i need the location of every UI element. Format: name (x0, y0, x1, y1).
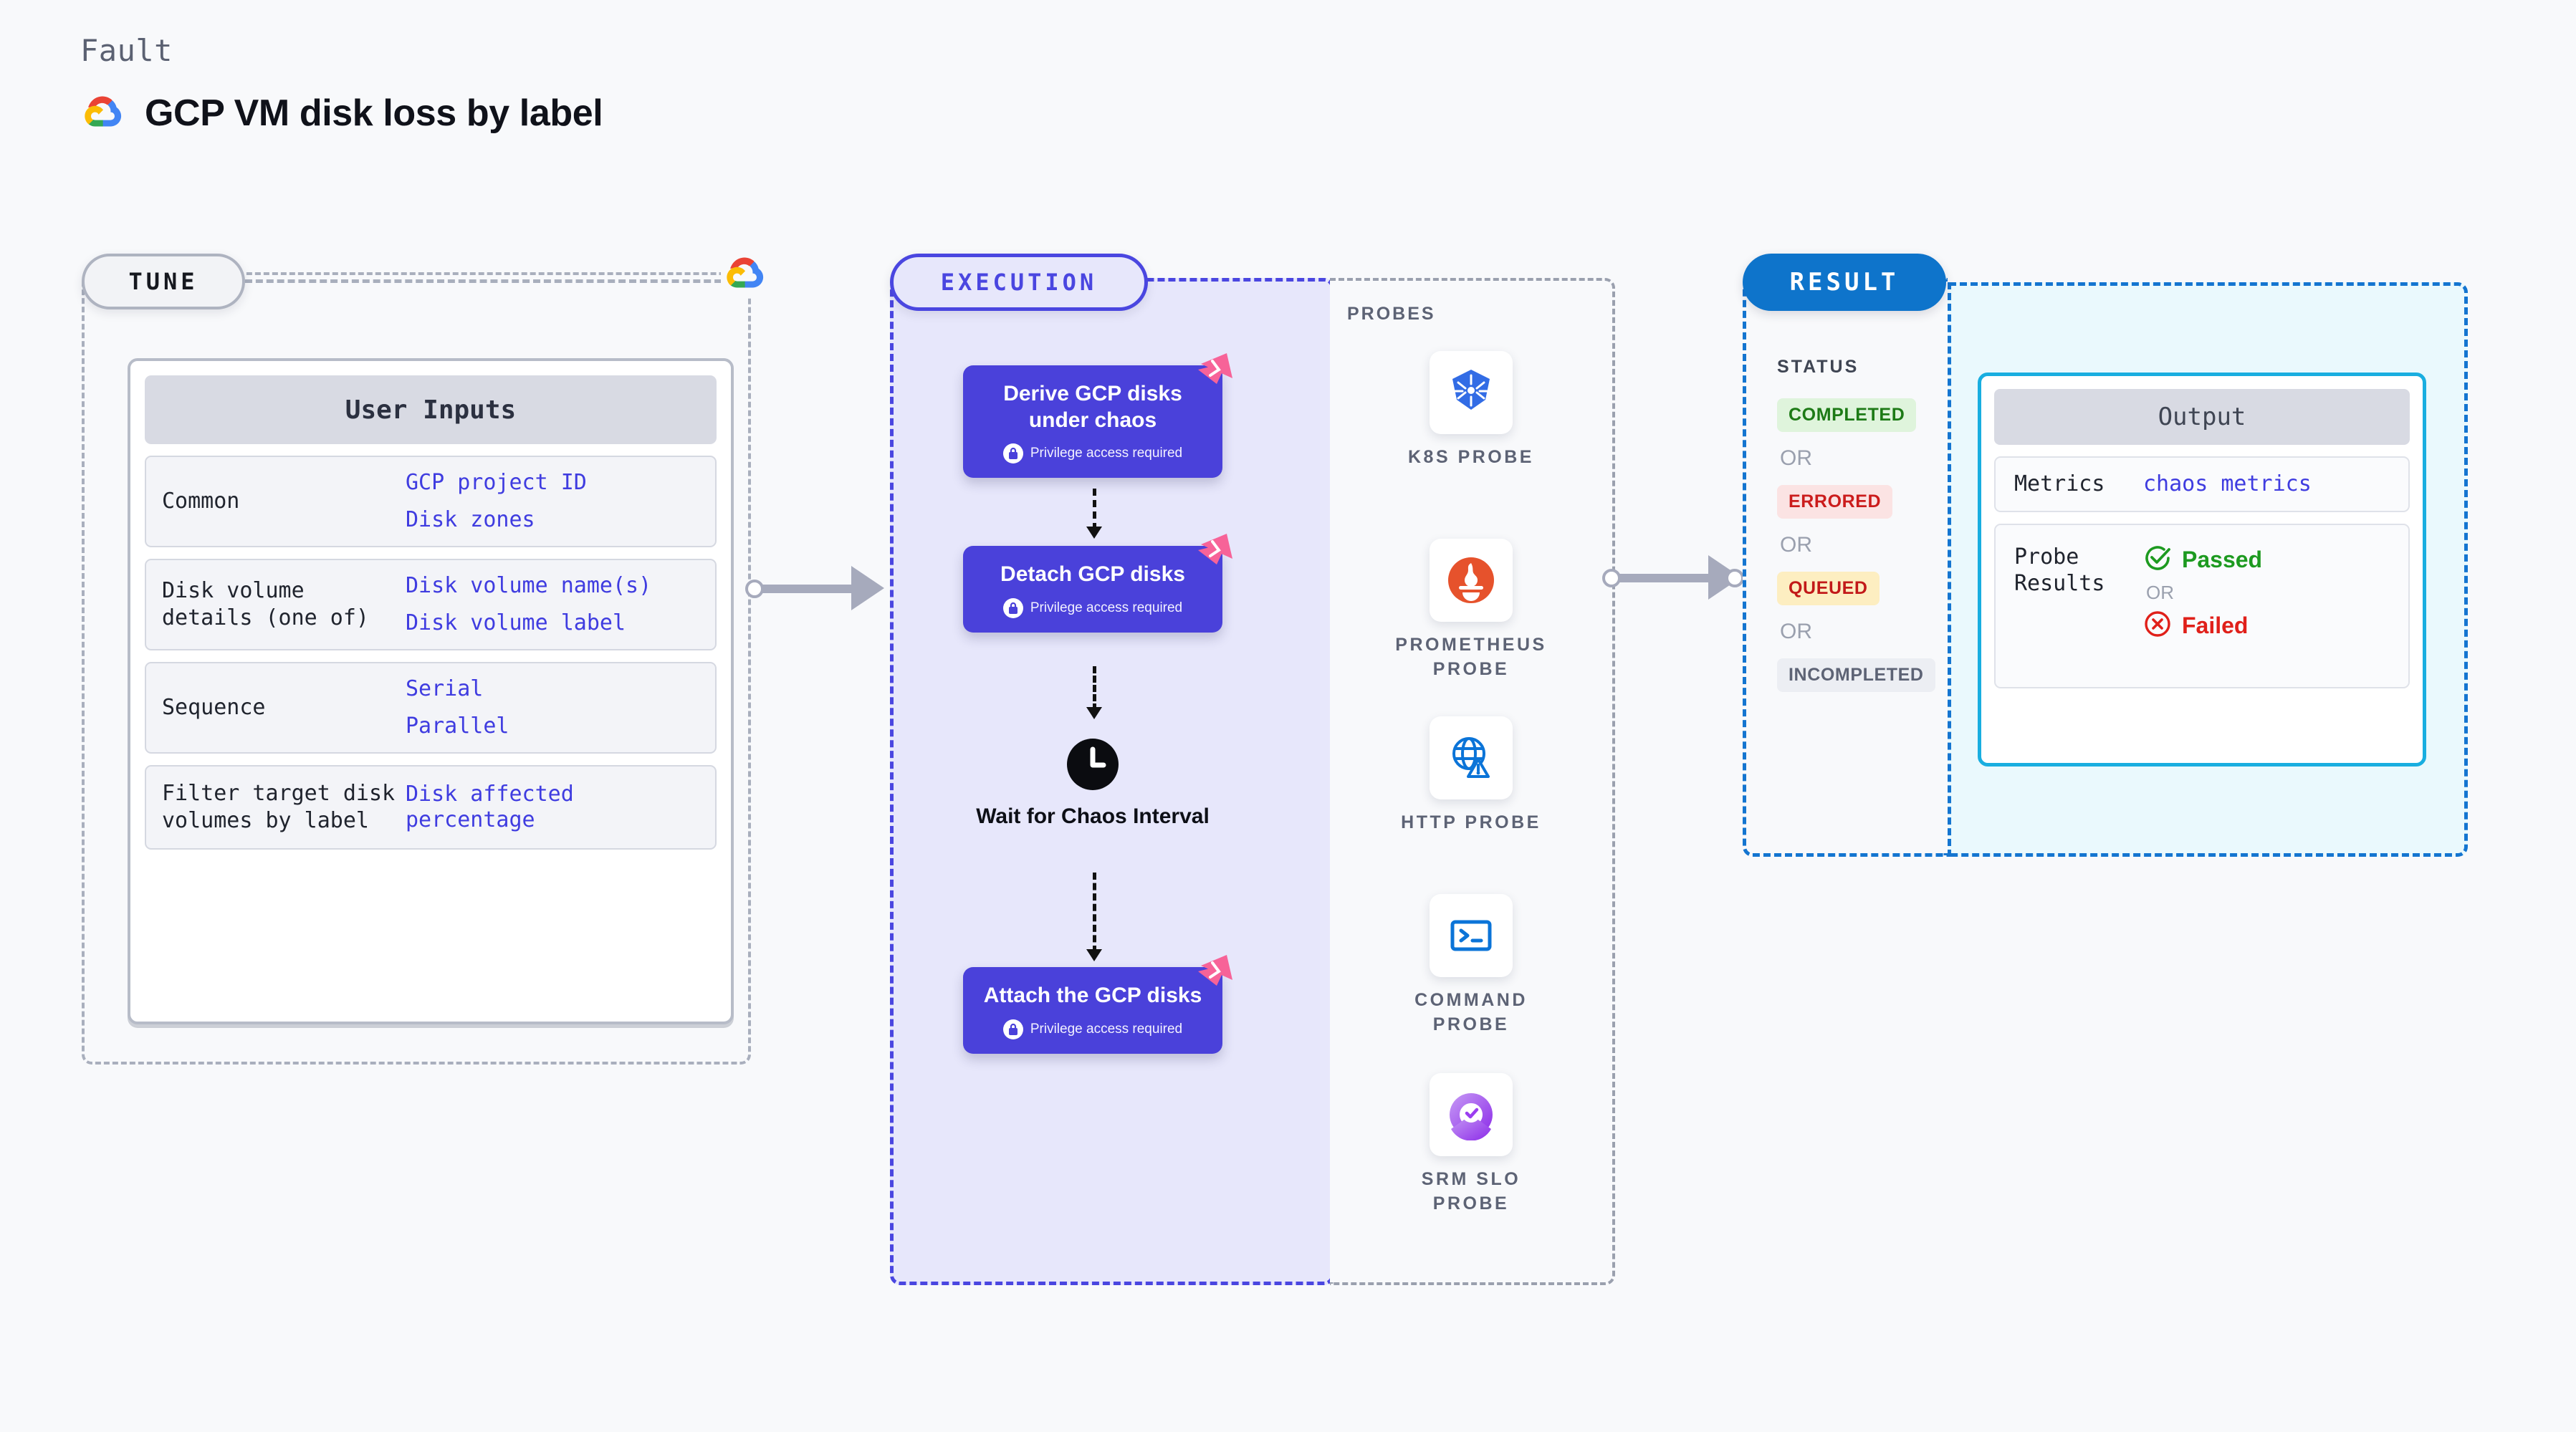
probes-title: PROBES (1347, 304, 1436, 324)
probe-label: SRM SLO PROBE (1421, 1169, 1521, 1214)
execution-node[interactable]: Derive GCP disks under chaos Privilege a… (963, 353, 1232, 479)
execution-node[interactable]: Detach GCP disks Privilege access requir… (963, 534, 1232, 633)
probe-item[interactable]: K8S PROBE (1382, 351, 1561, 470)
litmus-chaos-flag-icon (1195, 351, 1235, 393)
input-value[interactable]: Parallel (406, 713, 509, 739)
kubernetes-icon (1430, 351, 1513, 434)
execution-stage-badge[interactable]: EXECUTION (890, 254, 1148, 311)
connector-execution-to-result (1602, 555, 1753, 600)
probe-result-passed: Passed (2143, 544, 2262, 576)
prometheus-icon (1430, 539, 1513, 622)
node-privilege: Privilege access required (975, 597, 1211, 618)
status-or-label: OR (1780, 533, 1812, 557)
probe-result-failed: Failed (2143, 610, 2262, 642)
status-badge: COMPLETED (1777, 398, 1917, 432)
probe-item[interactable]: PROMETHEUS PROBE (1382, 539, 1561, 682)
user-inputs-card: User Inputs Common GCP project ID Disk z… (128, 358, 734, 1024)
page-title: GCP VM disk loss by label (145, 92, 603, 134)
flow-arrow (1086, 489, 1102, 539)
google-cloud-logo-icon (80, 92, 125, 135)
tune-google-cloud-logo-icon (721, 252, 768, 297)
lock-icon (1002, 443, 1023, 464)
input-row-label: Sequence (162, 694, 266, 720)
status-badge: ERRORED (1777, 485, 1893, 519)
user-inputs-rows: Common GCP project ID Disk zones Disk vo… (145, 456, 717, 850)
output-metrics-row[interactable]: Metrics chaos metrics (1994, 456, 2410, 512)
input-row-values: Disk affected percentage (406, 782, 699, 833)
output-title: Output (1994, 389, 2410, 445)
litmus-chaos-flag-icon (1195, 532, 1235, 574)
input-value[interactable]: Disk volume name(s) (406, 573, 652, 598)
output-metrics-value[interactable]: chaos metrics (2143, 471, 2312, 497)
tune-stage-badge[interactable]: TUNE (82, 254, 245, 309)
probe-failed-label: Failed (2182, 612, 2249, 638)
srm-slo-icon (1430, 1073, 1513, 1156)
node-title: Detach GCP disks (1000, 562, 1185, 586)
lock-icon (1002, 1019, 1023, 1039)
status-list: COMPLETED OR ERRORED OR QUEUED OR INCOMP… (1777, 398, 1935, 692)
flow-arrow (1086, 873, 1102, 961)
terminal-icon (1430, 894, 1513, 977)
node-privilege: Privilege access required (975, 1019, 1211, 1039)
input-value[interactable]: GCP project ID (406, 470, 587, 495)
node-privilege-text: Privilege access required (1030, 600, 1183, 615)
input-row-label: Filter target disk volumes by label (162, 780, 396, 833)
wait-node-label: Wait for Chaos Interval (976, 804, 1210, 828)
input-row-values: Disk volume name(s) Disk volume label (406, 573, 651, 636)
node-title: Attach the GCP disks (983, 984, 1202, 1007)
check-circle-icon (2143, 544, 2172, 576)
status-title: STATUS (1777, 357, 1859, 377)
globe-warning-icon (1430, 716, 1513, 799)
table-row[interactable]: Sequence Serial Parallel (145, 662, 717, 754)
execution-node[interactable]: Attach the GCP disks Privilege access re… (963, 955, 1232, 1054)
probe-label: PROMETHEUS PROBE (1395, 635, 1547, 679)
input-value[interactable]: Disk affected percentage (406, 782, 574, 832)
result-status-panel (1743, 278, 1948, 857)
litmus-chaos-flag-icon (1195, 953, 1235, 995)
input-row-label: Disk volume details (one of) (162, 577, 369, 630)
input-row-values: Serial Parallel (406, 676, 509, 739)
probe-item[interactable]: SRM SLO PROBE (1382, 1073, 1561, 1216)
tune-connector-line (245, 279, 732, 283)
table-row[interactable]: Common GCP project ID Disk zones (145, 456, 717, 547)
status-badge: INCOMPLETED (1777, 658, 1935, 692)
lock-icon (1002, 597, 1023, 618)
result-stage-badge[interactable]: RESULT (1743, 254, 1946, 311)
output-probe-row: Probe Results Passed OR (1994, 523, 2410, 688)
clock-icon (1066, 739, 1119, 794)
output-metrics-label: Metrics (2014, 471, 2105, 496)
node-privilege-text: Privilege access required (1030, 446, 1183, 461)
x-circle-icon (2143, 610, 2172, 642)
user-inputs-title: User Inputs (145, 375, 717, 444)
probe-label: HTTP PROBE (1401, 812, 1541, 832)
wait-node[interactable]: Wait for Chaos Interval (975, 738, 1211, 830)
input-value[interactable]: Serial (406, 676, 484, 701)
status-badge: QUEUED (1777, 572, 1880, 605)
input-value[interactable]: Disk zones (406, 507, 535, 532)
page-kicker: Fault (80, 33, 173, 68)
input-value[interactable]: Disk volume label (406, 610, 626, 635)
probe-passed-label: Passed (2182, 546, 2263, 572)
table-row[interactable]: Filter target disk volumes by label Disk… (145, 765, 717, 850)
status-or-label: OR (1780, 446, 1812, 470)
status-or-label: OR (1780, 620, 1812, 643)
input-row-values: GCP project ID Disk zones (406, 470, 587, 533)
probe-label: COMMAND PROBE (1414, 990, 1528, 1034)
page-header: GCP VM disk loss by label (80, 92, 603, 135)
flow-arrow (1086, 666, 1102, 719)
node-privilege: Privilege access required (975, 443, 1211, 464)
probe-item[interactable]: COMMAND PROBE (1382, 894, 1561, 1037)
output-probe-label: Probe Results (2014, 544, 2105, 597)
probe-label: K8S PROBE (1408, 447, 1534, 467)
input-row-label: Common (162, 488, 240, 514)
node-privilege-text: Privilege access required (1030, 1021, 1183, 1037)
output-probe-results: Passed OR Failed (2143, 544, 2262, 642)
probe-item[interactable]: HTTP PROBE (1382, 716, 1561, 835)
node-title: Derive GCP disks under chaos (1003, 382, 1182, 432)
probe-or-label: OR (2146, 581, 2174, 603)
output-card: Output Metrics chaos metrics Probe Resul… (1978, 373, 2426, 767)
table-row[interactable]: Disk volume details (one of) Disk volume… (145, 559, 717, 650)
connector-tune-to-execution (745, 566, 892, 610)
